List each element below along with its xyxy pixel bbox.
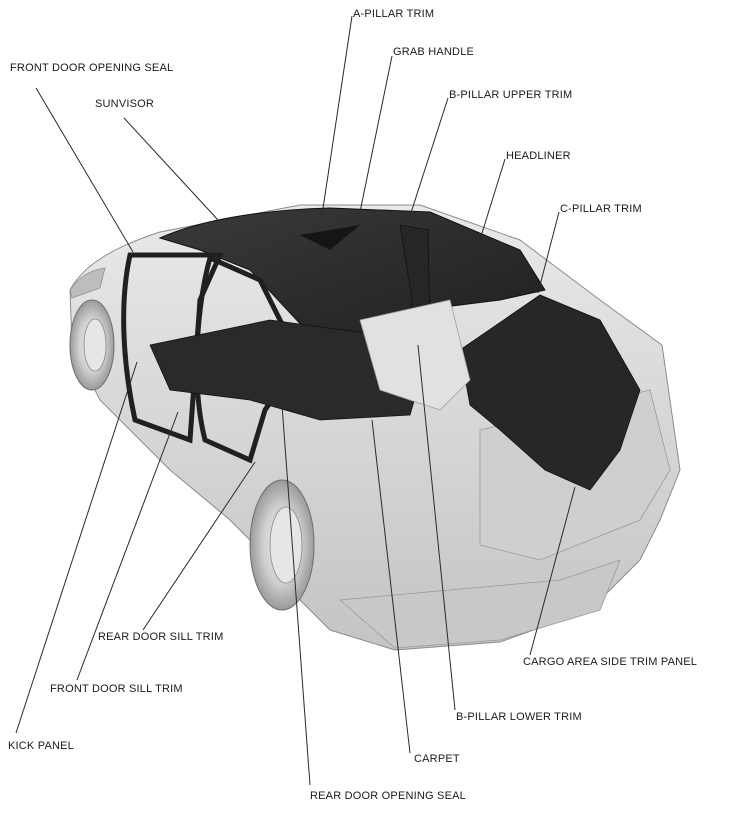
label-b-pillar-upper-trim: B-PILLAR UPPER TRIM: [449, 89, 573, 101]
rear-wheel: [249, 479, 315, 611]
label-kick-panel: KICK PANEL: [8, 740, 74, 752]
label-a-pillar-trim: A-PILLAR TRIM: [353, 8, 435, 20]
carpet-floor: [149, 319, 421, 421]
rear-seat-area: [359, 299, 471, 411]
label-cargo-area-side-trim-panel: CARGO AREA SIDE TRIM PANEL: [523, 656, 698, 668]
label-grab-handle: GRAB HANDLE: [393, 46, 475, 58]
label-front-door-sill-trim: FRONT DOOR SILL TRIM: [50, 683, 183, 695]
label-rear-door-opening-seal: REAR DOOR OPENING SEAL: [310, 790, 466, 802]
label-front-door-opening-seal: FRONT DOOR OPENING SEAL: [10, 62, 174, 74]
label-headliner: HEADLINER: [506, 150, 571, 162]
front-wheel: [69, 299, 115, 391]
label-c-pillar-trim: C-PILLAR TRIM: [560, 203, 642, 215]
cargo-side-trim: [459, 294, 641, 491]
label-carpet: CARPET: [414, 753, 460, 765]
label-b-pillar-lower-trim: B-PILLAR LOWER TRIM: [456, 711, 582, 723]
label-sunvisor: SUNVISOR: [95, 98, 155, 110]
label-rear-door-sill-trim: REAR DOOR SILL TRIM: [98, 631, 224, 643]
leader-lines: [15, 15, 576, 786]
